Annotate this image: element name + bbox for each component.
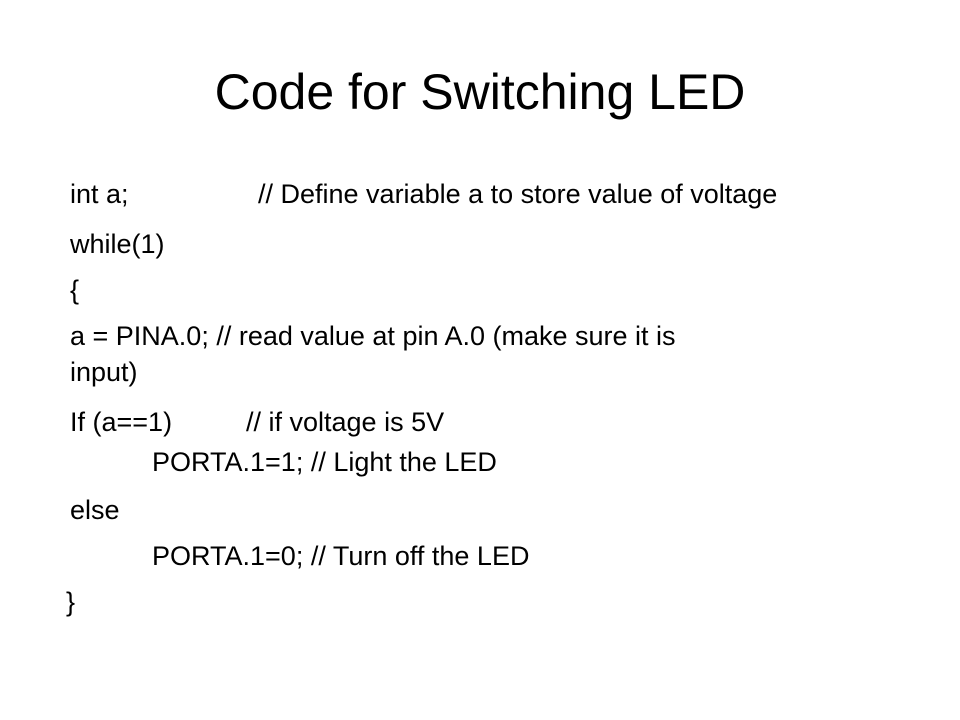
code-line-5: If (a==1) // if voltage is 5V	[70, 406, 444, 438]
code-comment: // Define variable a to store value of v…	[258, 179, 778, 209]
code-line-8: PORTA.1=0; // Turn off the LED	[152, 541, 530, 571]
code-line-6: PORTA.1=1; // Light the LED	[152, 447, 497, 477]
code-text: If (a==1)	[70, 407, 173, 437]
code-comment: // if voltage is 5V	[246, 407, 445, 437]
code-line-4: a = PINA.0; // read value at pin A.0 (ma…	[70, 321, 676, 351]
code-line-2: while(1)	[70, 229, 165, 259]
code-line-3: {	[70, 275, 80, 305]
slide-title: Code for Switching LED	[214, 64, 746, 120]
code-text: int a;	[70, 179, 129, 209]
code-line-1: int a; // Define variable a to store val…	[70, 178, 777, 210]
code-line-4-wrap: input)	[70, 357, 138, 387]
code-line-9: }	[66, 587, 76, 617]
code-line-7: else	[70, 495, 120, 525]
